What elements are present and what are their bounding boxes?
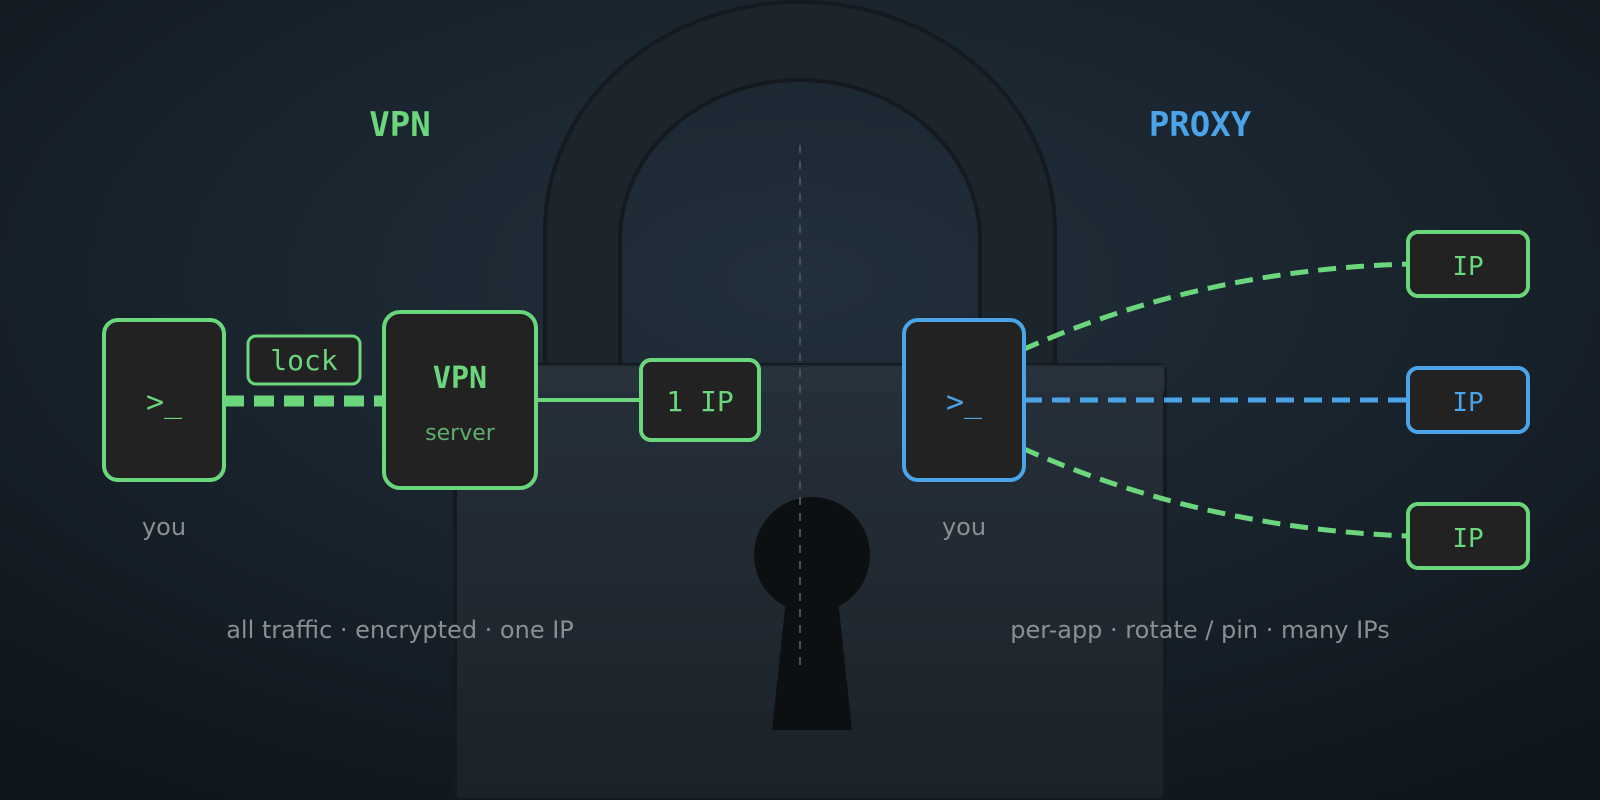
proxy-exit-ip: IP (1406, 366, 1530, 434)
proxy-client: >_ (902, 318, 1026, 482)
lock-tag-box (246, 334, 362, 386)
proxy-route-bottom (1020, 445, 1409, 539)
padlock-shackle (543, 0, 1057, 382)
vpn-exit-ip: 1 IP (639, 358, 761, 442)
proxy-exit-ip: IP (1406, 230, 1530, 298)
vpn-server-subtitle: server (425, 421, 496, 446)
vpn-server-title: VPN (433, 361, 487, 396)
proxy-exit-box (1406, 230, 1530, 298)
vpn-client-label: you (142, 513, 186, 541)
keyhole (754, 497, 870, 730)
vpn-exit-label: 1 IP (666, 385, 733, 418)
vpn-client: >_ (102, 318, 226, 482)
proxy-exit-ip: IP (1406, 502, 1530, 570)
terminal-icon: >_ (946, 385, 983, 420)
proxy-client-label: you (942, 513, 986, 541)
proxy-exit-box (1406, 366, 1530, 434)
proxy-exit-label: IP (1452, 524, 1483, 554)
vpn-tunnel-tag: lock (246, 334, 362, 386)
vpn-exit-box (639, 358, 761, 442)
vpn-client-box (102, 318, 226, 482)
vpn-caption: all traffic · encrypted · one IP (226, 616, 574, 644)
padlock-body-top-edge (455, 365, 1165, 391)
proxy-exit-label: IP (1452, 252, 1483, 282)
lock-tag-label: lock (270, 344, 338, 377)
proxy-title: PROXY (1149, 105, 1252, 145)
vpn-server-box (382, 310, 538, 490)
proxy-exit-box (1406, 502, 1530, 570)
proxy-exit-label: IP (1452, 388, 1483, 418)
proxy-route-top (1020, 261, 1409, 353)
proxy-client-box (902, 318, 1026, 482)
vpn-server: VPN server (382, 310, 538, 490)
vpn-title: VPN (369, 105, 430, 145)
terminal-icon: >_ (146, 385, 183, 420)
proxy-caption: per-app · rotate / pin · many IPs (1010, 616, 1389, 644)
